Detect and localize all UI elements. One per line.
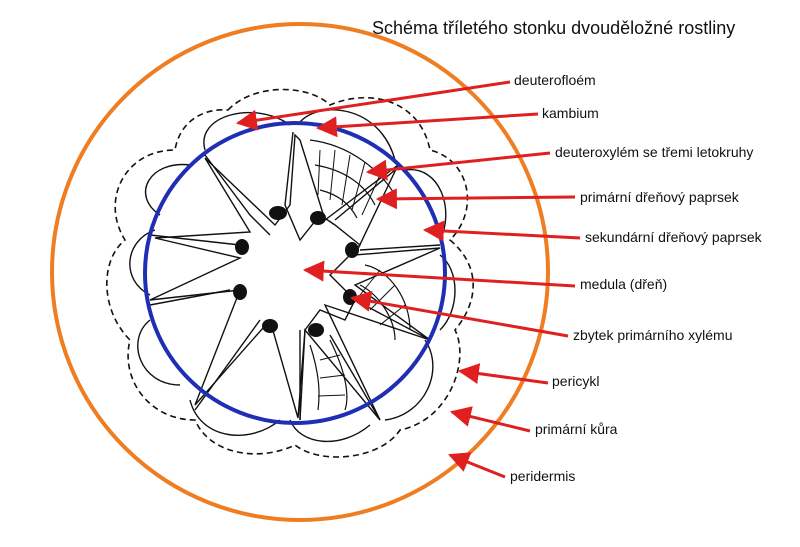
medulla-outline: [149, 133, 441, 421]
label-primarni-paprsek: primární dřeňový paprsek: [580, 189, 739, 205]
growth-rings: [309, 139, 411, 411]
arrow-medula: [302, 260, 576, 288]
arrow-zbytek-xylemu: [349, 290, 569, 338]
label-primarni-kura: primární kůra: [535, 421, 618, 437]
label-kambium: kambium: [542, 105, 599, 121]
arrow-sekundarni-paprsek: [422, 220, 581, 242]
label-deuterofloem: deuterofloém: [514, 72, 596, 88]
label-zbytek-xylemu: zbytek primárního xylému: [573, 327, 733, 343]
label-medula: medula (dřeň): [580, 276, 668, 292]
pericycle-outline: [106, 88, 474, 458]
label-sekundarni-paprsek: sekundární dřeňový paprsek: [585, 229, 762, 245]
label-peridermis: peridermis: [510, 468, 576, 484]
primary-xylem-remnants: [233, 206, 359, 337]
arrow-pericykl: [457, 363, 549, 385]
phloem-lobes: [129, 109, 456, 443]
peridermis-ring: [50, 22, 550, 522]
leader-arrows: [235, 80, 581, 479]
arrow-peridermis: [448, 452, 506, 479]
arrow-deuterofloem: [235, 80, 511, 131]
arrow-primarni-paprsek: [375, 188, 576, 210]
label-pericykl: pericykl: [552, 373, 600, 389]
cambium-ring: [143, 121, 447, 425]
diagram-title: Schéma tříletého stonku dvouděložné rost…: [372, 18, 736, 38]
arrow-deuteroxylem: [365, 151, 551, 181]
arrow-kambium: [315, 112, 539, 138]
arrow-primarni-kura: [449, 406, 531, 433]
label-deuteroxylem: deuteroxylém se třemi letokruhy: [555, 144, 754, 160]
